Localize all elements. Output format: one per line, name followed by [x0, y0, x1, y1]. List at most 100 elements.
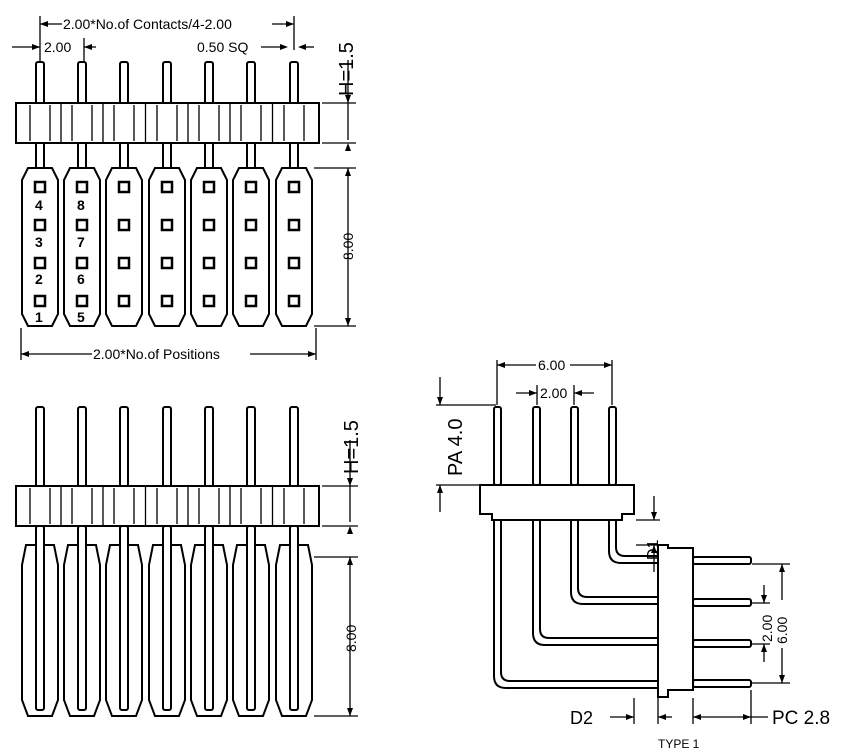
- contact-square: [75, 180, 89, 194]
- contact-body: [105, 167, 143, 327]
- dim-pc-label: PC 2.8: [772, 708, 830, 729]
- contact-body: [275, 167, 313, 327]
- pin-lower: [35, 525, 45, 711]
- pin-upper: [35, 406, 45, 490]
- right-angle-upper-pins: [493, 406, 617, 486]
- contact-square: [160, 180, 174, 194]
- top-view-housing-dividers: [29, 103, 305, 143]
- contact-body: [148, 167, 186, 327]
- contact-square: [202, 294, 216, 308]
- side-view-pins-upper: [35, 406, 299, 490]
- pin-upper: [204, 61, 214, 107]
- contact-square: [287, 256, 301, 270]
- pin-neck: [35, 142, 45, 171]
- pin-upper: [289, 61, 299, 107]
- top-view-pins-upper: [35, 61, 299, 107]
- pin-number-7: 7: [77, 234, 85, 250]
- type-label: TYPE 1: [658, 737, 700, 751]
- pin-lower: [162, 525, 172, 711]
- pin-lower: [77, 525, 87, 711]
- contact-square: [244, 256, 258, 270]
- pin-upper: [246, 406, 256, 490]
- contact-square: [75, 294, 89, 308]
- top-view: 4 3 2 1 8 7 6 5 2.00*No.of Contacts/4-2.…: [12, 16, 358, 362]
- pin-upper: [77, 406, 87, 490]
- contact-square: [244, 294, 258, 308]
- dim-length-label-side: 8.00: [343, 625, 359, 652]
- dim-pitch-label-ra: 2.00: [540, 385, 567, 401]
- pin-number-2: 2: [35, 271, 43, 287]
- side-view: H=1.5 8.00: [15, 406, 363, 717]
- right-angle-top-housing: [479, 484, 635, 521]
- pin-upper: [289, 406, 299, 490]
- pin-lower: [204, 525, 214, 711]
- pin-number-4: 4: [35, 197, 43, 213]
- contact-square: [202, 256, 216, 270]
- contact-square: [33, 218, 47, 232]
- pin-upper: [246, 61, 256, 107]
- contact-square: [75, 256, 89, 270]
- pin-number-1: 1: [35, 309, 43, 325]
- dim-length-label-top: 8.00: [340, 233, 356, 260]
- dim-h-label-top: H=1.5: [336, 42, 358, 96]
- contact-square: [117, 256, 131, 270]
- contact-body: [63, 167, 101, 327]
- pin-upper: [35, 61, 45, 107]
- pin-number-3: 3: [35, 234, 43, 250]
- pin-neck: [289, 142, 299, 171]
- contact-square: [117, 294, 131, 308]
- right-angle-view: 6.00 2.00 PA 4.0 D1 2.00: [436, 357, 830, 751]
- contact-square: [75, 218, 89, 232]
- right-angle-side-housing: [657, 544, 694, 698]
- dim-pitch-vertical-label: 2.00: [759, 615, 775, 642]
- dim-contacts-label: 2.00*No.of Contacts/4-2.00: [63, 16, 232, 32]
- pin-number-6: 6: [77, 271, 85, 287]
- contact-square: [287, 180, 301, 194]
- dim-pa-label: PA 4.0: [445, 419, 467, 476]
- side-view-housing-dividers: [29, 486, 305, 526]
- contact-square: [117, 180, 131, 194]
- contact-square: [244, 218, 258, 232]
- contact-square: [202, 218, 216, 232]
- dim-positions-label: 2.00*No.of Positions: [93, 346, 220, 362]
- pin-neck: [204, 142, 214, 171]
- pin-number-5: 5: [77, 309, 85, 325]
- contact-body: [21, 167, 59, 327]
- top-view-housing: [15, 102, 320, 144]
- pin-number-8: 8: [77, 197, 85, 213]
- pin-upper: [77, 61, 87, 107]
- dim-width-label: 6.00: [538, 357, 565, 373]
- top-view-contact-bodies: [21, 142, 313, 327]
- contact-square: [33, 256, 47, 270]
- pin-upper: [119, 61, 129, 107]
- contact-square: [287, 218, 301, 232]
- pin-neck: [77, 142, 87, 171]
- contact-body: [190, 167, 228, 327]
- pin-upper: [162, 61, 172, 107]
- pin-neck: [162, 142, 172, 171]
- pin-neck: [246, 142, 256, 171]
- contact-square: [160, 256, 174, 270]
- pin-lower: [246, 525, 256, 711]
- right-angle-side-pins: [692, 556, 752, 688]
- side-view-housing: [15, 485, 320, 527]
- contact-square: [287, 294, 301, 308]
- dim-width-vertical-label: 6.00: [774, 617, 790, 644]
- dim-d2-label: D2: [570, 708, 593, 728]
- pin-upper: [119, 406, 129, 490]
- dim-pin-size-label: 0.50 SQ: [197, 39, 248, 55]
- contact-square: [33, 180, 47, 194]
- contact-square: [33, 294, 47, 308]
- contact-square: [117, 218, 131, 232]
- pin-upper: [162, 406, 172, 490]
- pin-lower: [119, 525, 129, 711]
- dim-pitch-label: 2.00: [44, 39, 71, 55]
- dim-d1-label: D1: [645, 539, 662, 560]
- contact-square: [202, 180, 216, 194]
- contact-square: [244, 180, 258, 194]
- side-view-contact-bodies: [21, 525, 313, 717]
- contact-square: [160, 294, 174, 308]
- pin-upper: [204, 406, 214, 490]
- dim-h-label-side: H=1.5: [341, 420, 363, 474]
